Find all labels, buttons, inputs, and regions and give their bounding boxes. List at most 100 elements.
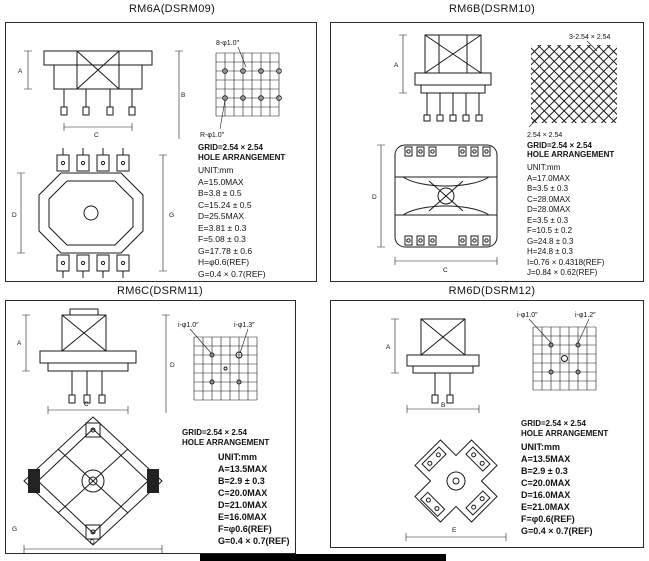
rm6d-spec-list: UNIT:mm A=13.5MAX B=2.9 ± 0.3 C=20.0MAX …: [521, 441, 593, 537]
spec-line: C=15.24 ± 0.5: [198, 199, 252, 210]
rm6a-bottom-dimension-lines: [17, 154, 167, 272]
rm6c-grid-callout-left: i-φ1.0″: [178, 322, 199, 329]
unit-label: UNIT:mm: [521, 442, 561, 452]
spec-line: H=24.8 ± 0.3: [527, 247, 573, 256]
spec-line: G=0.4 × 0.7(REF): [198, 268, 266, 279]
rm6d-dimension-lines: [391, 318, 480, 413]
spec-line: A=13.5MAX: [218, 464, 268, 474]
hole-arrangement-label: HOLE ARRANGEMENT: [521, 428, 609, 438]
hole-arrangement-label: HOLE ARRANGEMENT: [527, 150, 615, 159]
hole-grid: [193, 336, 258, 401]
spec-line: A=13.5MAX: [521, 454, 571, 464]
rm6b-bottom-view-drawing: D C: [372, 144, 498, 274]
spec-line: E=21.0MAX: [521, 502, 570, 512]
dim-label-b: B: [181, 92, 185, 99]
spec-line: C=28.0MAX: [527, 194, 571, 204]
spec-line: I=0.76 × 0.4318(REF): [527, 257, 605, 267]
spec-line: A=17.0MAX: [527, 173, 570, 183]
rm6a-bottom-view-drawing: G D: [12, 148, 174, 278]
rm6d-grid-caption: GRID=2.54 × 2.54 HOLE ARRANGEMENT: [521, 419, 608, 438]
rm6c-side-view-drawing: A D C: [17, 308, 175, 414]
rm6b-bottom-pins: [404, 146, 491, 246]
page-edge-scan-bar: [200, 554, 446, 561]
rm6b-grid-caption: 2.54 × 2.54 GRID=2.54 × 2.54 HOLE ARRANG…: [527, 131, 614, 160]
panel-title-rm6a: RM6A(DSRM09): [128, 3, 216, 15]
crosshatch-grid: [531, 45, 617, 123]
grid-spacing-label: GRID=2.54 × 2.54: [527, 140, 592, 150]
dim-label-c: C: [443, 267, 448, 274]
dim-label-a: A: [394, 62, 399, 69]
rm6b-front-view-drawing: A: [394, 34, 492, 122]
rm6a-hole-grid-drawing: 8-φ1.0″ R-φ1.0″: [200, 40, 282, 139]
spec-line: E=16.0MAX: [218, 512, 267, 522]
rm6c-body: [39, 308, 137, 372]
rm6c-corner-pads: [28, 422, 159, 540]
spec-line: G=0.4 × 0.7(REF): [218, 536, 290, 546]
rm6a-grid-caption: GRID=2.54 × 2.54 HOLE ARRANGEMENT: [198, 143, 285, 162]
rm6c-grid-callout-right: i-φ1.3″: [234, 322, 255, 329]
rm6b-grid-callout-bottom: 2.54 × 2.54: [527, 132, 563, 139]
spec-line: D=28.0MAX: [527, 205, 571, 214]
dim-label-c: C: [94, 132, 99, 139]
dim-label-d: D: [90, 539, 95, 546]
grid-spacing-label: GRID=2.54 × 2.54: [182, 428, 247, 437]
rm6a-grid-callout-top: 8-φ1.0″: [216, 40, 239, 47]
rm6c-bottom-view-drawing: D G: [12, 416, 163, 553]
rm6b-pins: [423, 93, 483, 122]
rm6c-dimension-line: [23, 545, 163, 553]
spec-line: A=15.0MAX: [198, 176, 244, 187]
spec-line: F=5.08 ± 0.3: [198, 234, 246, 244]
rm6a-spec-list: UNIT:mm A=15.0MAX B=3.8 ± 0.5 C=15.24 ± …: [198, 165, 266, 280]
rm6b-bottom-dimension-lines: [377, 144, 498, 265]
dim-label-d: D: [372, 194, 377, 201]
spec-line: H=φ0.6(REF): [198, 257, 250, 267]
unit-label: UNIT:mm: [198, 165, 234, 175]
spec-line: D=21.0MAX: [218, 500, 268, 510]
spec-line: B=2.9 ± 0.3: [521, 466, 568, 476]
dim-label-b: B: [441, 402, 445, 409]
rm6a-pins: [60, 89, 136, 116]
spec-line: F=φ0.6(REF): [521, 514, 575, 524]
spec-line: B=3.8 ± 0.5: [198, 188, 242, 198]
rm6a-body: [43, 50, 153, 90]
dim-label-c: C: [84, 401, 89, 408]
rm6d-cross-body: [414, 439, 498, 523]
spec-line: C=20.0MAX: [521, 478, 571, 488]
rm6a-bottom-body: [38, 172, 144, 254]
hole-arrangement-label: HOLE ARRANGEMENT: [182, 437, 270, 447]
rm6d-grid-callout-right: i-φ1.2″: [575, 312, 596, 319]
hole-arrangement-label: HOLE ARRANGEMENT: [198, 152, 286, 162]
rm6a-bottom-pins: [56, 148, 130, 278]
rm6c-grid-caption: GRID=2.54 × 2.54 HOLE ARRANGEMENT: [182, 428, 269, 447]
panel-title-rm6b: RM6B(DSRM10): [448, 3, 536, 15]
rm6c-dimension-lines: [22, 314, 170, 414]
grid-spacing-label: GRID=2.54 × 2.54: [198, 143, 263, 152]
unit-label: UNIT:mm: [527, 163, 561, 172]
dim-label-g: G: [12, 526, 17, 533]
spec-line: F=10.5 ± 0.2: [527, 226, 573, 235]
rm6b-bottom-body: [394, 144, 498, 248]
dim-label-d: D: [12, 212, 17, 219]
hole-grid: [532, 326, 597, 391]
dim-label-a: A: [17, 340, 22, 347]
spec-line: D=16.0MAX: [521, 490, 571, 500]
spec-line: G=24.8 ± 0.3: [527, 236, 574, 246]
panel-rm6b: A 3-2.54 × 2.54 2.54 × 2.54 GRID=2.54 × …: [330, 22, 644, 282]
rm6c-hole-grid-drawing: i-φ1.0″ i-φ1.3″: [178, 322, 258, 401]
rm6d-bottom-view-drawing: E: [405, 439, 507, 541]
spec-line: C=20.0MAX: [218, 488, 268, 498]
dim-label-a: A: [18, 68, 23, 75]
rm6a-grid-callout-bottom: R-φ1.0″: [200, 132, 225, 139]
dim-label-a: A: [386, 344, 391, 351]
rm6d-pins: [431, 373, 454, 404]
rm6c-diamond-body: [23, 416, 163, 546]
panel-title-rm6c: RM6C(DSRM11): [117, 285, 203, 297]
rm6d-hole-grid-drawing: i-φ1.0″ i-φ1.2″: [517, 312, 597, 391]
rm6a-dimension-lines: [24, 50, 183, 139]
rm6b-spec-list: UNIT:mm A=17.0MAX B=3.5 ± 0.3 C=28.0MAX …: [527, 163, 604, 279]
spec-line: B=3.5 ± 0.3: [527, 184, 569, 193]
dim-label-d: D: [170, 362, 175, 369]
panel-rm6c: A D C i-φ1.0″ i-φ1.3″ GRID=2.54 × 2.54 H…: [5, 300, 296, 554]
spec-line: G=17.78 ± 0.6: [198, 245, 253, 256]
hole-grid: [215, 52, 282, 117]
